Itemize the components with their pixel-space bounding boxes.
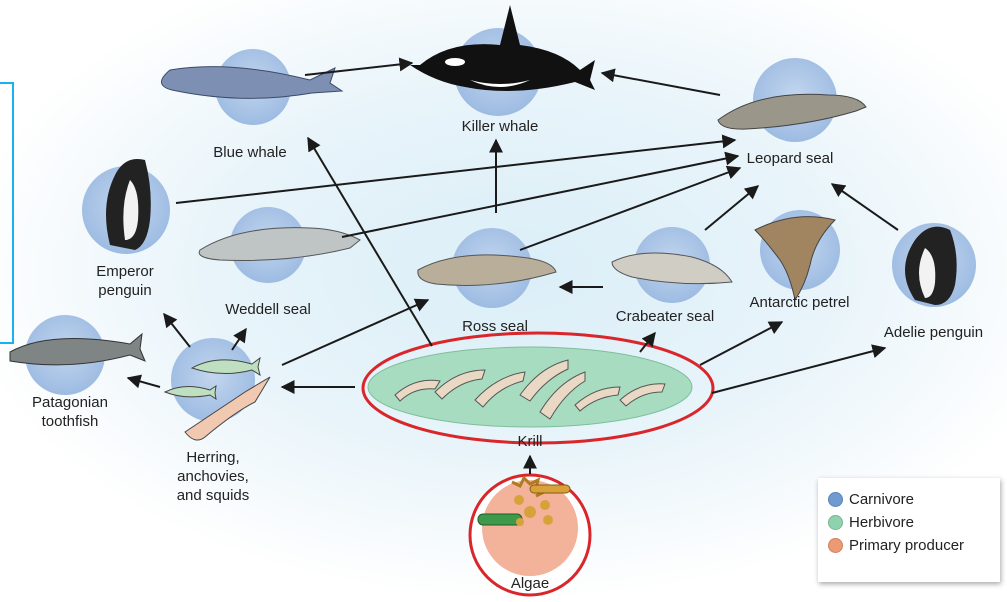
leopard-seal-shape	[718, 94, 866, 129]
label-herring-line1: Herring,	[158, 448, 268, 467]
label-toothfish: Patagonian toothfish	[20, 393, 120, 431]
label-emperor-line1: Emperor	[80, 262, 170, 281]
label-ross-seal: Ross seal	[440, 317, 550, 336]
algae-circle	[482, 480, 578, 576]
label-killer-whale: Killer whale	[445, 117, 555, 136]
weddell-seal-shape	[199, 228, 360, 261]
arrow-ross-leopard	[520, 168, 740, 250]
killer-whale-shape	[410, 5, 595, 91]
crabeater-seal-shape	[612, 253, 732, 284]
label-blue-whale: Blue whale	[195, 143, 305, 162]
label-algae: Algae	[495, 574, 565, 593]
label-herring-line3: and squids	[158, 486, 268, 505]
arrow-crabeater-leopard	[705, 186, 758, 230]
label-herring: Herring, anchovies, and squids	[158, 448, 268, 505]
label-adelie-penguin: Adelie penguin	[866, 323, 1001, 342]
label-emperor-line2: penguin	[80, 281, 170, 300]
blue-whale-shape	[161, 67, 342, 99]
legend-label-herbivore: Herbivore	[849, 514, 914, 531]
label-krill: Krill	[495, 432, 565, 451]
herbivore-swatch	[828, 515, 843, 530]
label-crabeater-seal: Crabeater seal	[600, 307, 730, 326]
legend-label-carnivore: Carnivore	[849, 491, 914, 508]
arrow-herring-weddell	[232, 329, 246, 350]
arrow-adelie-leopard	[832, 184, 898, 230]
legend: Carnivore Herbivore Primary producer	[818, 478, 1000, 582]
primary-producer-swatch	[828, 538, 843, 553]
arrow-bluewhale-killerwhale	[305, 63, 412, 75]
ross-seal-shape	[418, 255, 556, 286]
arrow-herring-toothfish	[128, 378, 160, 387]
label-toothfish-line1: Patagonian	[20, 393, 120, 412]
arrow-herring-emperor	[164, 314, 190, 347]
label-antarctic-petrel: Antarctic petrel	[732, 293, 867, 312]
legend-item-primary-producer: Primary producer	[828, 534, 990, 557]
arrow-krill-petrel	[700, 322, 782, 365]
legend-item-carnivore: Carnivore	[828, 488, 990, 511]
legend-item-herbivore: Herbivore	[828, 511, 990, 534]
label-emperor-penguin: Emperor penguin	[80, 262, 170, 300]
carnivore-swatch	[828, 492, 843, 507]
arrow-leopard-killerwhale	[602, 73, 720, 95]
legend-label-primary-producer: Primary producer	[849, 537, 964, 554]
label-weddell-seal: Weddell seal	[208, 300, 328, 319]
arrow-weddell-leopard	[342, 156, 738, 237]
label-toothfish-line2: toothfish	[20, 412, 120, 431]
arrow-krill-adelie	[712, 348, 885, 393]
label-herring-line2: anchovies,	[158, 467, 268, 486]
label-leopard-seal: Leopard seal	[735, 149, 845, 168]
selection-box	[0, 82, 14, 344]
